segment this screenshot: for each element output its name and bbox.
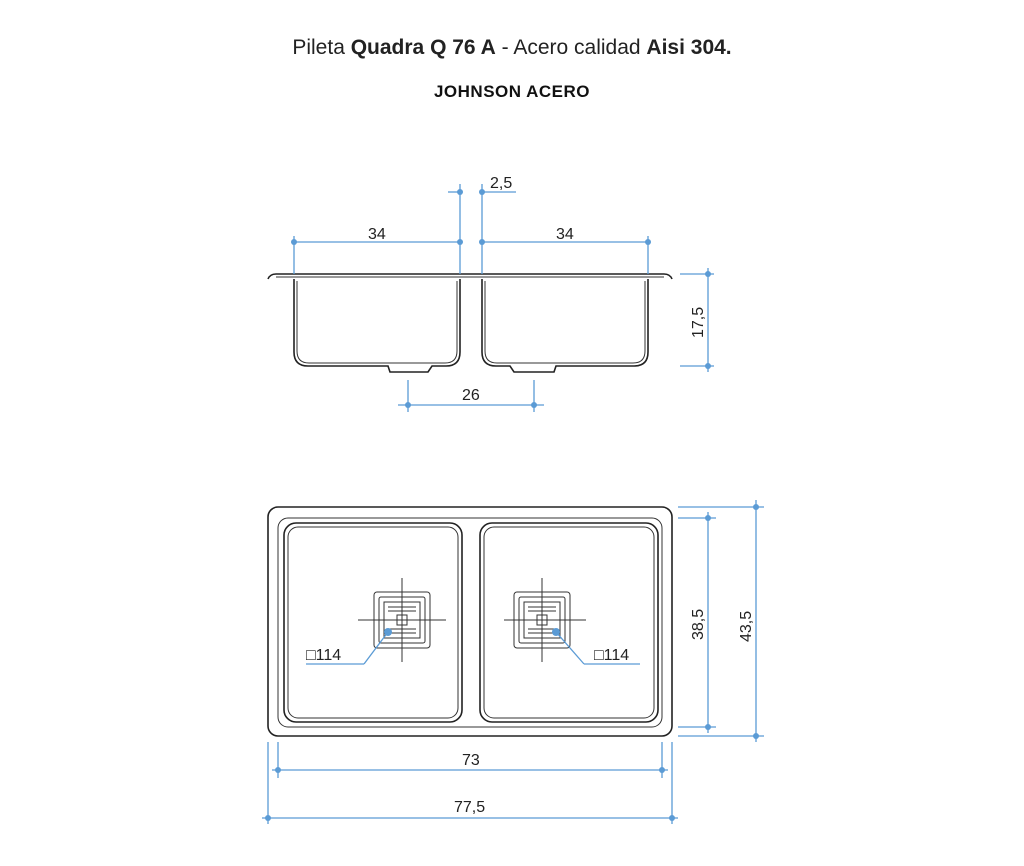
top-view-left-bowl xyxy=(283,522,463,723)
side-view: 2,5 34 34 17,5 xyxy=(267,175,714,412)
side-view-rim xyxy=(267,273,673,280)
top-view: □114 □114 38,5 xyxy=(262,500,764,824)
dim-outer-height-label: 43,5 xyxy=(738,611,755,642)
dim-inner-width-label: 73 xyxy=(462,752,480,769)
dim-gap-label: 2,5 xyxy=(490,175,512,192)
dim-bowl-width-right: 34 xyxy=(479,226,651,274)
page-title: Pileta Quadra Q 76 A - Acero calidad Ais… xyxy=(0,36,1024,60)
drain-right-label: □114 xyxy=(594,647,629,664)
brand-name: JOHNSON ACERO xyxy=(433,82,591,101)
title-material: Aisi 304. xyxy=(646,36,732,59)
dim-bowl-width-left: 34 xyxy=(291,226,463,274)
top-view-outer xyxy=(267,506,673,737)
dim-inner-height: 38,5 xyxy=(678,512,716,733)
title-middle: - Acero calidad xyxy=(495,36,647,59)
dim-outer-height: 43,5 xyxy=(678,500,764,742)
dim-inner-width: 73 xyxy=(272,742,668,778)
dim-depth-label: 17,5 xyxy=(690,307,707,338)
title-model: Quadra Q 76 A xyxy=(350,36,496,59)
side-view-right-bowl xyxy=(481,279,649,373)
dim-bowl-width-right-label: 34 xyxy=(556,226,574,243)
dim-inner-height-label: 38,5 xyxy=(690,609,707,640)
right-drain: □114 xyxy=(504,578,640,665)
dim-bowl-width-left-label: 34 xyxy=(368,226,386,243)
title-prefix: Pileta xyxy=(292,36,351,59)
dim-drain-spacing-label: 26 xyxy=(462,387,480,404)
dim-gap: 2,5 xyxy=(448,175,516,274)
left-drain: □114 xyxy=(306,578,446,665)
side-view-left-bowl xyxy=(293,279,461,373)
dim-outer-width-label: 77,5 xyxy=(454,799,485,816)
top-view-right-bowl xyxy=(479,522,659,723)
dim-drain-spacing: 26 xyxy=(398,380,544,412)
dim-depth: 17,5 xyxy=(680,268,714,372)
dim-outer-width: 77,5 xyxy=(262,742,678,824)
drain-left-label: □114 xyxy=(306,647,341,664)
